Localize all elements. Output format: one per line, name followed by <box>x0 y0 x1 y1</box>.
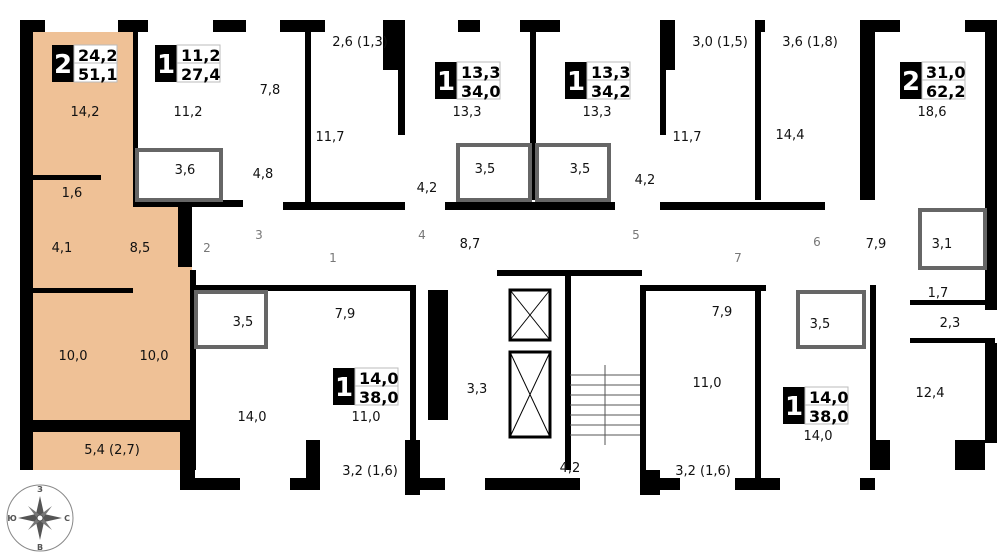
room-area: 3,6 <box>175 163 196 178</box>
room-area: 14,0 <box>804 429 833 444</box>
room-area: 3,3 <box>467 382 488 397</box>
room-area: 4,2 <box>417 181 438 196</box>
room-area: 3,1 <box>932 237 953 252</box>
room-count: 2 <box>54 50 72 80</box>
living-area: 14,0 <box>359 369 398 388</box>
room-area: 3,2 (1,6) <box>342 464 398 479</box>
door-number: 6 <box>813 235 821 249</box>
room-area: 14,4 <box>776 128 805 143</box>
room-area: 10,0 <box>140 349 169 364</box>
room-count: 1 <box>567 67 585 97</box>
total-area: 34,0 <box>461 82 500 101</box>
total-area: 38,0 <box>809 407 848 426</box>
door-number: 5 <box>632 228 640 242</box>
living-area: 13,3 <box>591 63 630 82</box>
room-area: 8,7 <box>460 237 481 252</box>
room-area: 4,8 <box>253 167 274 182</box>
total-area: 27,4 <box>181 65 220 84</box>
room-count: 1 <box>335 373 353 403</box>
compass-west: Ю <box>7 514 16 523</box>
room-area: 4,1 <box>52 241 73 256</box>
room-area: 8,5 <box>130 241 151 256</box>
room-area: 2,6 (1,3) <box>332 35 388 50</box>
room-count: 1 <box>785 392 803 422</box>
room-area: 13,3 <box>453 105 482 120</box>
compass-south: В <box>37 543 43 552</box>
door-number: 1 <box>329 251 337 265</box>
apartment-highlight[interactable] <box>33 32 192 470</box>
room-area: 18,6 <box>918 105 947 120</box>
room-area: 10,0 <box>59 349 88 364</box>
room-area: 14,0 <box>238 410 267 425</box>
apartment-badge[interactable]: 1 13,3 34,2 <box>565 61 631 101</box>
room-count: 2 <box>902 67 920 97</box>
walls <box>20 20 997 495</box>
total-area: 62,2 <box>926 82 965 101</box>
compass-east: С <box>64 514 70 523</box>
living-area: 13,3 <box>461 63 500 82</box>
bathrooms <box>135 143 987 349</box>
total-area: 34,2 <box>591 82 630 101</box>
room-area: 12,4 <box>916 386 945 401</box>
room-area: 3,0 (1,5) <box>692 35 748 50</box>
door-number: 4 <box>418 228 426 242</box>
room-area: 11,7 <box>316 130 345 145</box>
room-area: 4,2 <box>560 461 581 476</box>
living-area: 24,2 <box>78 46 117 65</box>
room-area: 11,0 <box>352 410 381 425</box>
room-area: 2,3 <box>940 316 961 331</box>
living-area: 14,0 <box>809 388 848 407</box>
room-area: 5,4 (2,7) <box>84 443 140 458</box>
room-area: 3,6 (1,8) <box>782 35 838 50</box>
door-numbers: 1 2 3 4 5 6 7 <box>203 228 821 265</box>
room-area: 11,0 <box>693 376 722 391</box>
room-area: 3,5 <box>233 315 254 330</box>
room-area: 3,2 (1,6) <box>675 464 731 479</box>
apartment-badge[interactable]: 2 24,2 51,1 <box>52 44 118 84</box>
room-area: 13,3 <box>583 105 612 120</box>
room-area: 7,9 <box>712 305 733 320</box>
room-count: 1 <box>437 67 455 97</box>
room-area: 4,2 <box>635 173 656 188</box>
living-area: 31,0 <box>926 63 965 82</box>
door-number: 7 <box>734 251 742 265</box>
apartment-badge[interactable]: 2 31,0 62,2 <box>900 61 966 101</box>
door-number: 3 <box>255 228 263 242</box>
room-area: 1,6 <box>62 186 83 201</box>
room-area: 11,7 <box>673 130 702 145</box>
compass-north: З <box>37 485 43 494</box>
apartment-badge[interactable]: 1 13,3 34,0 <box>435 61 501 101</box>
apartment-badge[interactable]: 1 11,2 27,4 <box>155 44 221 84</box>
room-area: 14,2 <box>71 105 100 120</box>
room-area: 1,7 <box>928 286 949 301</box>
room-area: 7,8 <box>260 83 281 98</box>
room-labels: 14,2 11,2 7,8 2,6 (1,3) 11,7 3,6 4,8 1,6… <box>52 35 961 479</box>
room-count: 1 <box>157 50 175 80</box>
elevator-shaft <box>508 288 552 439</box>
total-area: 51,1 <box>78 65 117 84</box>
door-number: 2 <box>203 241 211 255</box>
apartment-badge[interactable]: 1 14,0 38,0 <box>783 386 849 426</box>
room-area: 11,2 <box>174 105 203 120</box>
room-area: 3,5 <box>475 162 496 177</box>
room-area: 3,5 <box>810 317 831 332</box>
staircase <box>570 365 640 445</box>
compass-rose-icon: З С В Ю <box>6 484 74 552</box>
room-area: 7,9 <box>866 237 887 252</box>
room-area: 7,9 <box>335 307 356 322</box>
apartment-badge[interactable]: 1 14,0 38,0 <box>333 367 399 407</box>
room-area: 3,5 <box>570 162 591 177</box>
living-area: 11,2 <box>181 46 220 65</box>
total-area: 38,0 <box>359 388 398 407</box>
